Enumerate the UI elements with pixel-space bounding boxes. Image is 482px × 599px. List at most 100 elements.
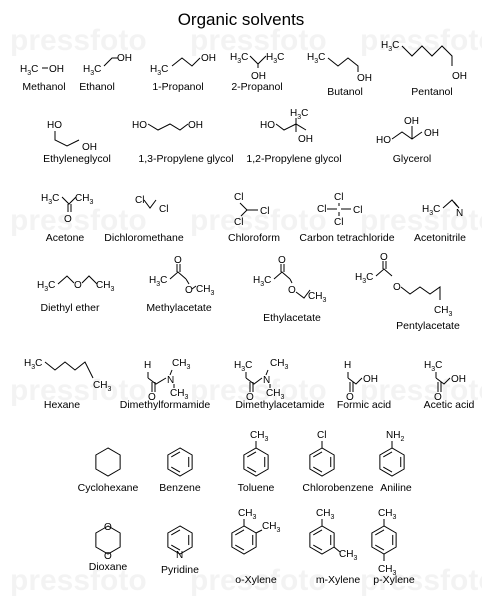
- hydroxyl-label: OH: [201, 53, 216, 64]
- aromatic-bond: [375, 529, 385, 536]
- bond-layer: [42, 45, 460, 561]
- bond-chain: [295, 289, 311, 299]
- bond-line: [265, 369, 269, 376]
- watermark-text: pressfoto: [360, 24, 482, 57]
- oxygen-label: O: [380, 252, 388, 263]
- compound-name-o-xylene: o-Xylene: [235, 574, 277, 586]
- compound-name-hexane: Hexane: [44, 399, 80, 411]
- hydroxyl-label: OH: [251, 71, 266, 82]
- watermark-text: pressfoto: [10, 564, 147, 597]
- watermark-text: pressfoto: [10, 204, 147, 237]
- oxygen-label: O: [174, 255, 182, 266]
- compound-name-aniline: Aniline: [380, 482, 412, 494]
- compound-name-ethanol: Ethanol: [79, 81, 115, 93]
- hydroxyl-label: OH: [363, 374, 378, 385]
- chlorobenzene-ring: [309, 447, 335, 477]
- hydroxyl-label: OH: [82, 142, 97, 153]
- compound-name-pentylacetate: Pentylacetate: [396, 320, 460, 332]
- compound-name-carbon-tetrachloride: Carbon tetrachloride: [299, 232, 394, 244]
- bond-chain: [391, 131, 423, 140]
- aromatic-bond: [313, 529, 323, 536]
- methyl-label: CH3: [378, 564, 396, 577]
- bond-chain: [57, 275, 75, 285]
- bond-chain: [249, 55, 267, 65]
- aromatic-bond: [235, 529, 245, 536]
- bond-line: [255, 529, 263, 534]
- chlorine-label: Cl: [135, 195, 144, 206]
- oxygen-label: O: [64, 214, 72, 225]
- bond-line: [240, 209, 248, 217]
- compound-name-1-2-propylene-glycol: 1,2-Propylene glycol: [246, 153, 341, 165]
- bond-chain: [400, 286, 441, 300]
- methyl-label: CH3: [170, 388, 188, 401]
- compound-name-dimethylacetamide: Dimethylacetamide: [235, 399, 324, 411]
- aromatic-bond: [313, 466, 323, 473]
- bond-chain: [54, 131, 80, 147]
- watermark-text: pressfoto: [10, 24, 147, 57]
- chlorine-label: Cl: [234, 217, 243, 228]
- bond-chain: [143, 199, 157, 209]
- compound-name-acetone: Acetone: [46, 232, 85, 244]
- bond-chain: [147, 123, 189, 131]
- oxygen-label: O: [246, 392, 254, 403]
- methyl-label: H3C: [83, 64, 101, 77]
- methyl-label: H3C: [253, 275, 271, 288]
- methyl-label: CH3: [434, 305, 452, 318]
- bond-chain: [273, 271, 291, 280]
- compound-name-toluene: Toluene: [238, 482, 275, 494]
- methyl-label: H3C: [20, 64, 38, 77]
- aromatic-bond: [247, 466, 257, 473]
- watermark-text: pressfoto: [360, 564, 482, 597]
- bond-chain: [44, 361, 94, 379]
- bond-line: [333, 546, 341, 553]
- bond-chain: [245, 377, 263, 385]
- aromatic-bond: [171, 544, 181, 551]
- oxygen-label: O: [278, 255, 286, 266]
- compound-name-dimethylformamide: Dimethylformamide: [120, 399, 211, 411]
- methyl-label: CH3: [250, 430, 268, 443]
- watermark-text: pressfoto: [190, 24, 327, 57]
- oxygen-label: O: [74, 280, 82, 291]
- page-title: Organic solvents: [177, 10, 305, 29]
- bond-chain: [347, 377, 363, 385]
- methyl-label: H3C: [150, 64, 168, 77]
- hydrogen-label: H: [144, 360, 151, 371]
- aromatic-bond: [171, 466, 181, 473]
- compound-name-diethyl-ether: Diethyl ether: [41, 302, 100, 314]
- hydroxyl-label: HO: [260, 120, 275, 131]
- bond-chain: [375, 268, 393, 277]
- chlorine-label: Cl: [353, 205, 362, 216]
- compound-name-2-propanol: 2-Propanol: [231, 81, 282, 93]
- chlorine-label: Cl: [334, 217, 343, 228]
- methyl-label: H3C: [37, 280, 55, 293]
- compound-name-cyclohexane: Cyclohexane: [78, 482, 139, 494]
- oxygen-label: O: [434, 392, 442, 403]
- chlorine-label: Cl: [317, 430, 326, 441]
- methyl-label: CH3: [96, 280, 114, 293]
- methyl-label: H3C: [381, 40, 399, 53]
- methyl-label: H3C: [422, 204, 440, 217]
- compound-name-acetic-acid: Acetic acid: [424, 399, 475, 411]
- watermark-text: pressfoto: [190, 564, 327, 597]
- hydroxyl-label: OH: [298, 134, 313, 145]
- compound-name-acetonitrile: Acetonitrile: [414, 232, 466, 244]
- methyl-label: H3C: [41, 193, 59, 206]
- watermark-text: pressfoto: [360, 204, 482, 237]
- aromatic-bond: [383, 451, 393, 458]
- compound-name-glycerol: Glycerol: [393, 153, 432, 165]
- oxygen-label: O: [288, 285, 296, 296]
- compound-name-methanol: Methanol: [22, 81, 65, 93]
- compound-name-pyridine: Pyridine: [161, 564, 199, 576]
- cyclohexane-ring: [95, 447, 121, 477]
- watermark-text: pressfoto: [190, 374, 327, 407]
- methyl-label: CH3: [378, 508, 396, 521]
- hydroxyl-label: OH: [188, 120, 203, 131]
- amine-label: NH2: [386, 430, 404, 443]
- methyl-label: H3C: [424, 360, 442, 373]
- hydroxyl-label: OH: [49, 64, 64, 75]
- nitrogen-label: N: [263, 375, 270, 386]
- oxygen-label: O: [346, 392, 354, 403]
- bond-chain: [435, 377, 451, 385]
- aromatic-bond: [247, 451, 257, 458]
